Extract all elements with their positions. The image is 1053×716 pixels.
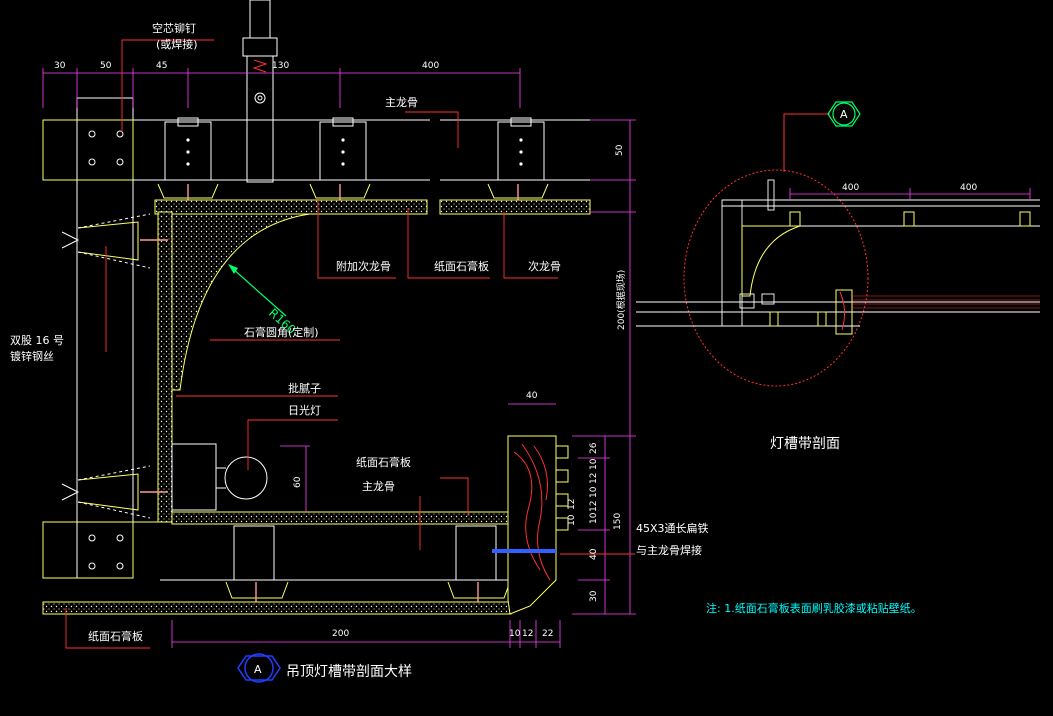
- dim-bottom-12: 12: [522, 629, 533, 639]
- main-title: 吊顶灯槽带剖面大样: [286, 664, 412, 680]
- label-sub-joist: 次龙骨: [528, 259, 561, 273]
- top-gypsum-board-right: [439, 199, 591, 215]
- dim-top-130: 130: [272, 61, 289, 71]
- label-putty: 批腻子: [288, 381, 321, 395]
- wood-profile: [492, 435, 569, 615]
- section-dimension-lines: [789, 188, 1031, 200]
- bottom-clips: [225, 581, 511, 599]
- wire-anchor-top: [61, 213, 151, 269]
- dim-top-400: 400: [422, 61, 439, 71]
- label-flat-iron-2: 与主龙骨焊接: [636, 543, 702, 557]
- mid-gypsum-board: [171, 511, 509, 525]
- label-wire-1: 双股 16 号: [10, 334, 64, 347]
- dim-top-30: 30: [54, 61, 66, 71]
- dim-profile-10b: 10: [589, 486, 599, 498]
- label-anchor-bolt: 空芯铆钉: [152, 21, 196, 35]
- section-leader: [783, 113, 830, 172]
- dim-height-60: 60: [293, 476, 303, 488]
- dim-top-45: 45: [156, 61, 167, 71]
- dim-bottom-22: 22: [542, 629, 553, 639]
- gypsum-corner: [171, 213, 311, 391]
- dim-profile-10d: 10: [567, 514, 577, 526]
- wire-screws: [140, 239, 168, 493]
- dim-profile-150: 150: [613, 513, 623, 530]
- leader-lines: [65, 39, 635, 649]
- main-title-marker: A: [237, 653, 281, 683]
- label-gypsum-corner: 石膏圆角(定制): [244, 325, 319, 339]
- dim-profile-26: 26: [589, 442, 599, 454]
- radius-arrow: [231, 267, 287, 317]
- bottom-gypsum-board: [42, 601, 512, 615]
- left-wall: [42, 97, 160, 579]
- label-main-joist-top: 主龙骨: [385, 96, 418, 109]
- wall-bolt-holes: [88, 130, 124, 570]
- label-main-joist-mid: 主龙骨: [362, 480, 395, 493]
- left-gypsum-board: [157, 211, 173, 523]
- label-wire-2: 镀锌钢丝: [10, 349, 54, 363]
- dim-profile-12b: 12: [589, 501, 599, 512]
- main-marker-letter: A: [254, 663, 262, 676]
- dimension-lines: [42, 68, 636, 648]
- main-detail: 空芯铆钉 (或焊接) 主龙骨 附加次龙骨 纸面石膏板 次龙骨 R160 石膏圆角…: [10, 0, 922, 683]
- fluorescent-lamp: [171, 443, 268, 511]
- dim-bottom-200: 200: [332, 629, 349, 639]
- bottom-main-joist: [160, 525, 512, 581]
- dim-top-50: 50: [100, 61, 112, 71]
- top-gypsum-board: [154, 199, 428, 215]
- top-hangers: [164, 117, 545, 181]
- dim-profile-12c: 12: [567, 499, 577, 510]
- top-clips: [157, 183, 549, 199]
- dim-width-40: 40: [526, 391, 538, 401]
- dim-right-50: 50: [615, 144, 625, 156]
- suspension-rod: [242, 0, 278, 183]
- section-marker-letter: A: [840, 108, 848, 121]
- section-detail: 400 400 A 灯槽带剖面: [636, 101, 1040, 452]
- label-fluorescent: 日光灯: [288, 403, 321, 417]
- section-cloud: [683, 169, 869, 387]
- label-anchor-bolt-note: (或焊接): [156, 37, 198, 51]
- label-height-note: 200(根据现场): [615, 270, 627, 330]
- label-gypsum-board-bottom: 纸面石膏板: [88, 629, 143, 643]
- hanger-rivets: [186, 138, 523, 166]
- section-wood: [835, 289, 1040, 335]
- note-text: 注: 1.纸面石膏板表面刷乳胶漆或粘贴壁纸。: [706, 601, 922, 615]
- label-gypsum-board-top: 纸面石膏板: [434, 259, 489, 273]
- section-corner: [741, 225, 801, 297]
- section-marker: A: [827, 101, 861, 127]
- dim-profile-10c: 10: [589, 512, 599, 524]
- dim-bottom-10: 10: [509, 629, 521, 639]
- dim-profile-30: 30: [589, 590, 599, 602]
- label-flat-iron-1: 45X3通长扁铁: [636, 522, 709, 535]
- dim-profile-12a: 12: [589, 473, 599, 484]
- wire-anchor-bottom: [61, 465, 151, 519]
- label-extra-sub-joist: 附加次龙骨: [336, 259, 391, 273]
- radius-arrowhead: [228, 264, 238, 274]
- section-dim-400b: 400: [960, 183, 977, 193]
- section-title: 灯槽带剖面: [770, 436, 840, 452]
- dim-profile-10a: 10: [589, 458, 599, 470]
- dim-profile-40: 40: [589, 548, 599, 560]
- section-dim-400a: 400: [842, 183, 859, 193]
- section-clips: [769, 211, 1031, 327]
- label-gypsum-board-mid: 纸面石膏板: [356, 455, 411, 469]
- top-main-joist: [133, 119, 590, 181]
